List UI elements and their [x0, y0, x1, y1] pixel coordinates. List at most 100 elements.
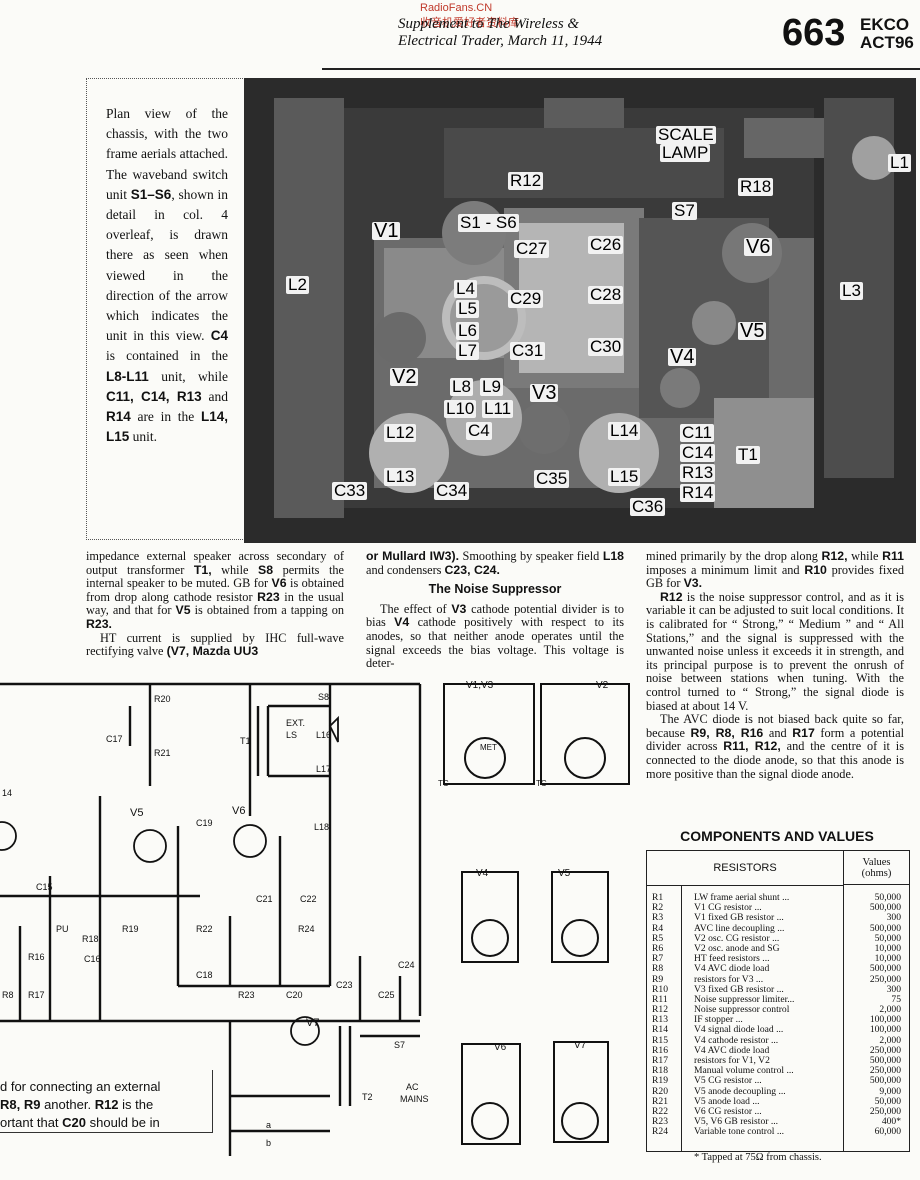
resistor-desc: V2 osc. anode and SG [694, 943, 780, 954]
table-divider [843, 886, 844, 1151]
resistor-desc: V5 anode load ... [694, 1096, 760, 1107]
cl-v2: V2 [596, 680, 609, 691]
cl-r22: R22 [196, 924, 213, 934]
label-l11: L11 [482, 399, 514, 418]
resistor-desc: V5 anode decoupling ... [694, 1086, 786, 1097]
label-r18: R18 [738, 177, 774, 196]
cl-l17: L17 [316, 764, 331, 774]
resistor-val: 50,000 [874, 1095, 901, 1107]
cl-t2: T2 [362, 1092, 373, 1102]
noise-suppressor-heading: The Noise Suppressor [428, 582, 562, 597]
resistor-id: R24 [652, 1126, 668, 1138]
resistor-desc: Variable tone control ... [694, 1127, 785, 1138]
circuit-diagram: R20 S8 C17 R21 T1 EXT. LS L16 L17 V5 C19… [0, 680, 630, 1156]
page-number: 663 [782, 12, 846, 54]
cl-r8: R8 [2, 990, 14, 1000]
label-c36: C36 [630, 497, 666, 516]
cl-pu: PU [56, 924, 69, 934]
table-footnote: * Tapped at 75Ω from chassis. [694, 1152, 822, 1163]
resistor-val: 250,000 [869, 1044, 901, 1056]
resistor-val: 500,000 [869, 902, 901, 914]
resistor-val: 500,000 [869, 963, 901, 975]
resistor-id: R10 [652, 983, 668, 995]
supplement-header: Supplement to The Wireless & Electrical … [398, 16, 602, 50]
resistor-desc: V4 AVC diode load [694, 1045, 770, 1056]
label-c34: C34 [434, 481, 470, 500]
resistor-id: R9 [652, 973, 664, 985]
fragment-line-1: d for connecting an external [0, 1079, 161, 1094]
cl-l16: L16 [316, 730, 331, 740]
resistor-desc: V3 fixed GB resistor ... [694, 984, 784, 995]
label-l3: L3 [840, 281, 863, 300]
label-l5: L5 [456, 299, 479, 318]
resistor-id: R2 [652, 902, 664, 914]
chassis-photo: SCALE LAMP L1 R12 R18 S7 V1 S1 - S6 C27 … [244, 78, 916, 543]
components-heading: COMPONENTS AND VALUES [680, 828, 874, 844]
cl-c21: C21 [256, 894, 273, 904]
resistor-row: R21 V5 anode load ... 50,000 [647, 1095, 909, 1107]
supplement-line-1: Supplement to The Wireless & [398, 16, 580, 32]
resistor-desc: LW frame aerial shunt ... [694, 893, 790, 903]
cl-met: MET [480, 743, 497, 752]
resistor-val: 100,000 [869, 1024, 901, 1036]
label-l6: L6 [456, 321, 479, 340]
label-l9: L9 [480, 377, 503, 396]
cl-c25: C25 [378, 990, 395, 1000]
cl-c24: C24 [398, 960, 415, 970]
resistor-val: 9,000 [879, 1085, 901, 1097]
resistor-id: R15 [652, 1034, 668, 1046]
label-c30: C30 [588, 337, 624, 356]
cl-ext: EXT. [286, 718, 305, 728]
resistor-val: 500,000 [869, 1055, 901, 1066]
cl-v7b: V7 [574, 1040, 587, 1051]
label-lamp: LAMP [660, 143, 711, 162]
resistor-val: 300 [886, 912, 901, 924]
header-rule [322, 68, 920, 70]
resistor-desc: resistors for V3 ... [694, 974, 764, 985]
label-l8: L8 [450, 377, 473, 396]
resistor-row: R9 resistors for V3 ... 250,000 [647, 973, 909, 985]
label-v4: V4 [668, 346, 697, 368]
resistor-val: 250,000 [869, 973, 901, 985]
col2-para-2: The effect of V3 cathode potential divid… [366, 601, 624, 671]
resistor-id: R21 [652, 1095, 668, 1107]
label-s1-s6: S1 - S6 [458, 213, 519, 232]
resistor-val: 500,000 [869, 922, 901, 934]
cl-c19: C19 [196, 818, 213, 828]
values-header-2: (ohms) [861, 868, 892, 879]
resistor-desc: Noise suppressor control [694, 1005, 790, 1016]
cl-b: b [266, 1138, 271, 1148]
resistor-row: R13 IF stopper ... 100,000 [647, 1015, 909, 1025]
resistor-val: 100,000 [869, 1014, 901, 1026]
resistor-id: R13 [652, 1014, 668, 1026]
col3-para-2: R12 is the noise suppressor control, and… [646, 589, 904, 713]
label-v5: V5 [738, 320, 767, 342]
resistor-desc: IF stopper ... [694, 1015, 743, 1026]
resistor-val: 50,000 [874, 892, 901, 903]
resistor-val: 250,000 [869, 1065, 901, 1077]
cl-a: a [266, 1120, 271, 1130]
label-v3: V3 [530, 382, 559, 404]
resistors-header: RESISTORS [647, 851, 844, 886]
cl-s7: S7 [394, 1040, 405, 1050]
cl-ls: LS [286, 730, 297, 740]
resistor-id: R23 [652, 1116, 668, 1128]
resistor-desc: resistors for V1, V2 [694, 1056, 770, 1066]
label-l14: L14 [608, 421, 641, 440]
resistor-id: R5 [652, 932, 664, 944]
resistor-desc: Manual volume control ... [694, 1066, 794, 1077]
label-l15: L15 [608, 467, 641, 486]
label-t1: T1 [736, 445, 760, 464]
cl-v6b: V6 [494, 1042, 507, 1053]
text-column-2: or Mullard IW3). Smoothing by speaker fi… [366, 549, 624, 671]
resistor-desc: HT feed resistors ... [694, 954, 770, 965]
resistor-val: 10,000 [874, 953, 901, 965]
